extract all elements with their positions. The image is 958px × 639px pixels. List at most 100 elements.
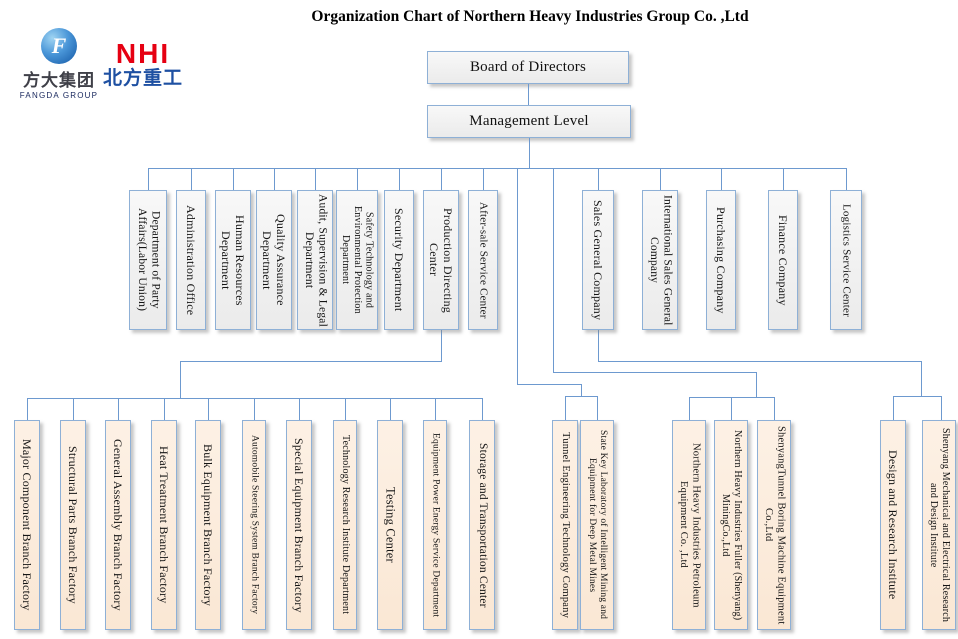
fangda-sphere-icon: F: [41, 28, 77, 64]
node-label: Bulk Equipment Branch Factory: [201, 443, 216, 607]
connector-line: [756, 372, 758, 397]
connector-line: [390, 398, 392, 420]
node-label: Quality Assurance Department: [260, 214, 289, 306]
nhi-logo: NHI 北方重工: [100, 40, 186, 91]
connector-line: [254, 398, 256, 420]
node-label: Special Equipment Branch Factory: [292, 437, 307, 613]
org-node-safety-environment-dept: Safety Technology and Environmental Prot…: [336, 190, 378, 330]
org-node-management-level: Management Level: [427, 105, 631, 138]
node-label: ShenyangTunnel Boring Machine Equipment …: [763, 425, 787, 625]
node-label: Audit, Supervision & Legal Department: [303, 193, 329, 327]
org-node-general-assembly-factory: General Assembly Branch Factory: [105, 420, 131, 630]
node-label: Design and Research Institute: [886, 450, 901, 600]
org-node-automobile-steering-factory: Automobile Steering System Branch Factor…: [242, 420, 266, 630]
node-label: Management Level: [469, 113, 589, 129]
org-node-quality-assurance-dept: Quality Assurance Department: [256, 190, 292, 330]
node-label: Shenyang Mechanical and Electrical Resea…: [928, 427, 951, 623]
node-label: Automobile Steering System Branch Factor…: [249, 435, 260, 615]
connector-line: [180, 361, 442, 363]
connector-line: [846, 168, 848, 190]
connector-line: [553, 168, 555, 372]
connector-line: [774, 397, 776, 420]
nhi-acronym: NHI: [115, 38, 171, 69]
connector-line: [435, 398, 437, 420]
connector-line: [441, 330, 443, 361]
org-node-equipment-power-energy-dept: Equipment Power Energy Service Departmen…: [423, 420, 447, 630]
connector-line: [581, 384, 583, 396]
org-node-state-key-laboratory: State Key Laboratory of Intelligent Mini…: [580, 420, 614, 630]
connector-line: [528, 84, 530, 105]
connector-line: [565, 396, 567, 420]
node-label: Major Component Branch Factory: [20, 439, 35, 611]
connector-line: [233, 168, 235, 190]
connector-line: [689, 397, 691, 420]
node-label: Heat Treatment Branch Factory: [157, 446, 172, 604]
node-label: After-sale Service Center: [477, 201, 490, 319]
connector-line: [565, 396, 597, 398]
connector-line: [148, 168, 150, 190]
node-label: State Key Laboratory of Intelligent Mini…: [587, 430, 609, 620]
connector-line: [357, 168, 359, 190]
node-label: Production Directing Center: [427, 207, 456, 313]
connector-line: [441, 168, 443, 190]
connector-line: [118, 398, 120, 420]
org-node-purchasing-company: Purchasing Company: [706, 190, 736, 330]
org-node-technology-research-institute-dept: Technology Research Institute Department: [333, 420, 357, 630]
org-node-party-affairs-dept: Department of Party Affairs(Labor Union): [129, 190, 167, 330]
node-label: Purchasing Company: [714, 206, 729, 314]
connector-line: [482, 398, 484, 420]
connector-line: [73, 398, 75, 420]
org-node-bulk-equipment-factory: Bulk Equipment Branch Factory: [195, 420, 221, 630]
node-label: Tunnel Engineering Technology Company: [560, 431, 572, 619]
org-node-storage-transportation-center: Storage and Transportation Center: [469, 420, 495, 630]
connector-line: [597, 396, 599, 420]
nhi-chinese-name: 北方重工: [102, 68, 183, 89]
node-label: Finance Company: [776, 214, 791, 306]
fangda-logo: F 方大集团 FANGDA GROUP: [18, 28, 100, 100]
connector-line: [893, 396, 941, 398]
connector-line: [598, 361, 921, 363]
node-label: Sales General Company: [591, 199, 606, 321]
connector-line: [191, 168, 193, 190]
node-label: Technology Research Institute Department: [339, 435, 351, 615]
node-label: Human Resources Department: [219, 214, 248, 306]
connector-line: [27, 398, 29, 420]
org-node-logistics-service-center: Logistics Service Center: [830, 190, 862, 330]
node-label: International Sales General Company: [648, 194, 674, 326]
connector-line: [180, 361, 182, 398]
connector-line: [941, 396, 943, 420]
connector-line: [517, 384, 581, 386]
fangda-english-name: FANGDA GROUP: [19, 91, 99, 100]
connector-line: [921, 361, 923, 396]
org-node-international-sales-company: International Sales General Company: [642, 190, 678, 330]
node-label: Structural Parts Branch Factory: [66, 446, 81, 604]
node-label: Safety Technology and Environmental Prot…: [340, 206, 375, 314]
node-label: Security Department: [392, 208, 407, 312]
connector-line: [208, 398, 210, 420]
org-node-finance-company: Finance Company: [768, 190, 798, 330]
org-node-structural-parts-factory: Structural Parts Branch Factory: [60, 420, 86, 630]
connector-line: [483, 168, 485, 190]
connector-line: [315, 168, 317, 190]
node-label: Northern Heavy Industries Fuller (Shenya…: [720, 429, 743, 621]
org-node-special-equipment-factory: Special Equipment Branch Factory: [286, 420, 312, 630]
node-label: Equipment Power Energy Service Departmen…: [430, 432, 441, 618]
org-node-design-research-institute: Design and Research Institute: [880, 420, 906, 630]
org-node-nhi-petroleum-equipment: Northern Heavy Industries Petroleum Equi…: [672, 420, 706, 630]
connector-line: [164, 398, 166, 420]
org-node-testing-center: Testing Center: [377, 420, 403, 630]
org-node-after-sale-service-center: After-sale Service Center: [468, 190, 498, 330]
chart-title: Organization Chart of Northern Heavy Ind…: [311, 8, 749, 25]
org-node-tunnel-engineering-company: Tunnel Engineering Technology Company: [552, 420, 578, 630]
connector-line: [893, 396, 895, 420]
connector-line: [721, 168, 723, 190]
org-node-shenyang-mech-elec-institute: Shenyang Mechanical and Electrical Resea…: [922, 420, 956, 630]
org-node-heat-treatment-factory: Heat Treatment Branch Factory: [151, 420, 177, 630]
org-node-audit-legal-dept: Audit, Supervision & Legal Department: [297, 190, 333, 330]
node-label: Northern Heavy Industries Petroleum Equi…: [678, 442, 702, 608]
org-node-board-of-directors: Board of Directors: [427, 51, 629, 84]
node-label: General Assembly Branch Factory: [111, 439, 126, 611]
connector-line: [598, 168, 600, 190]
node-label: Board of Directors: [469, 59, 587, 75]
